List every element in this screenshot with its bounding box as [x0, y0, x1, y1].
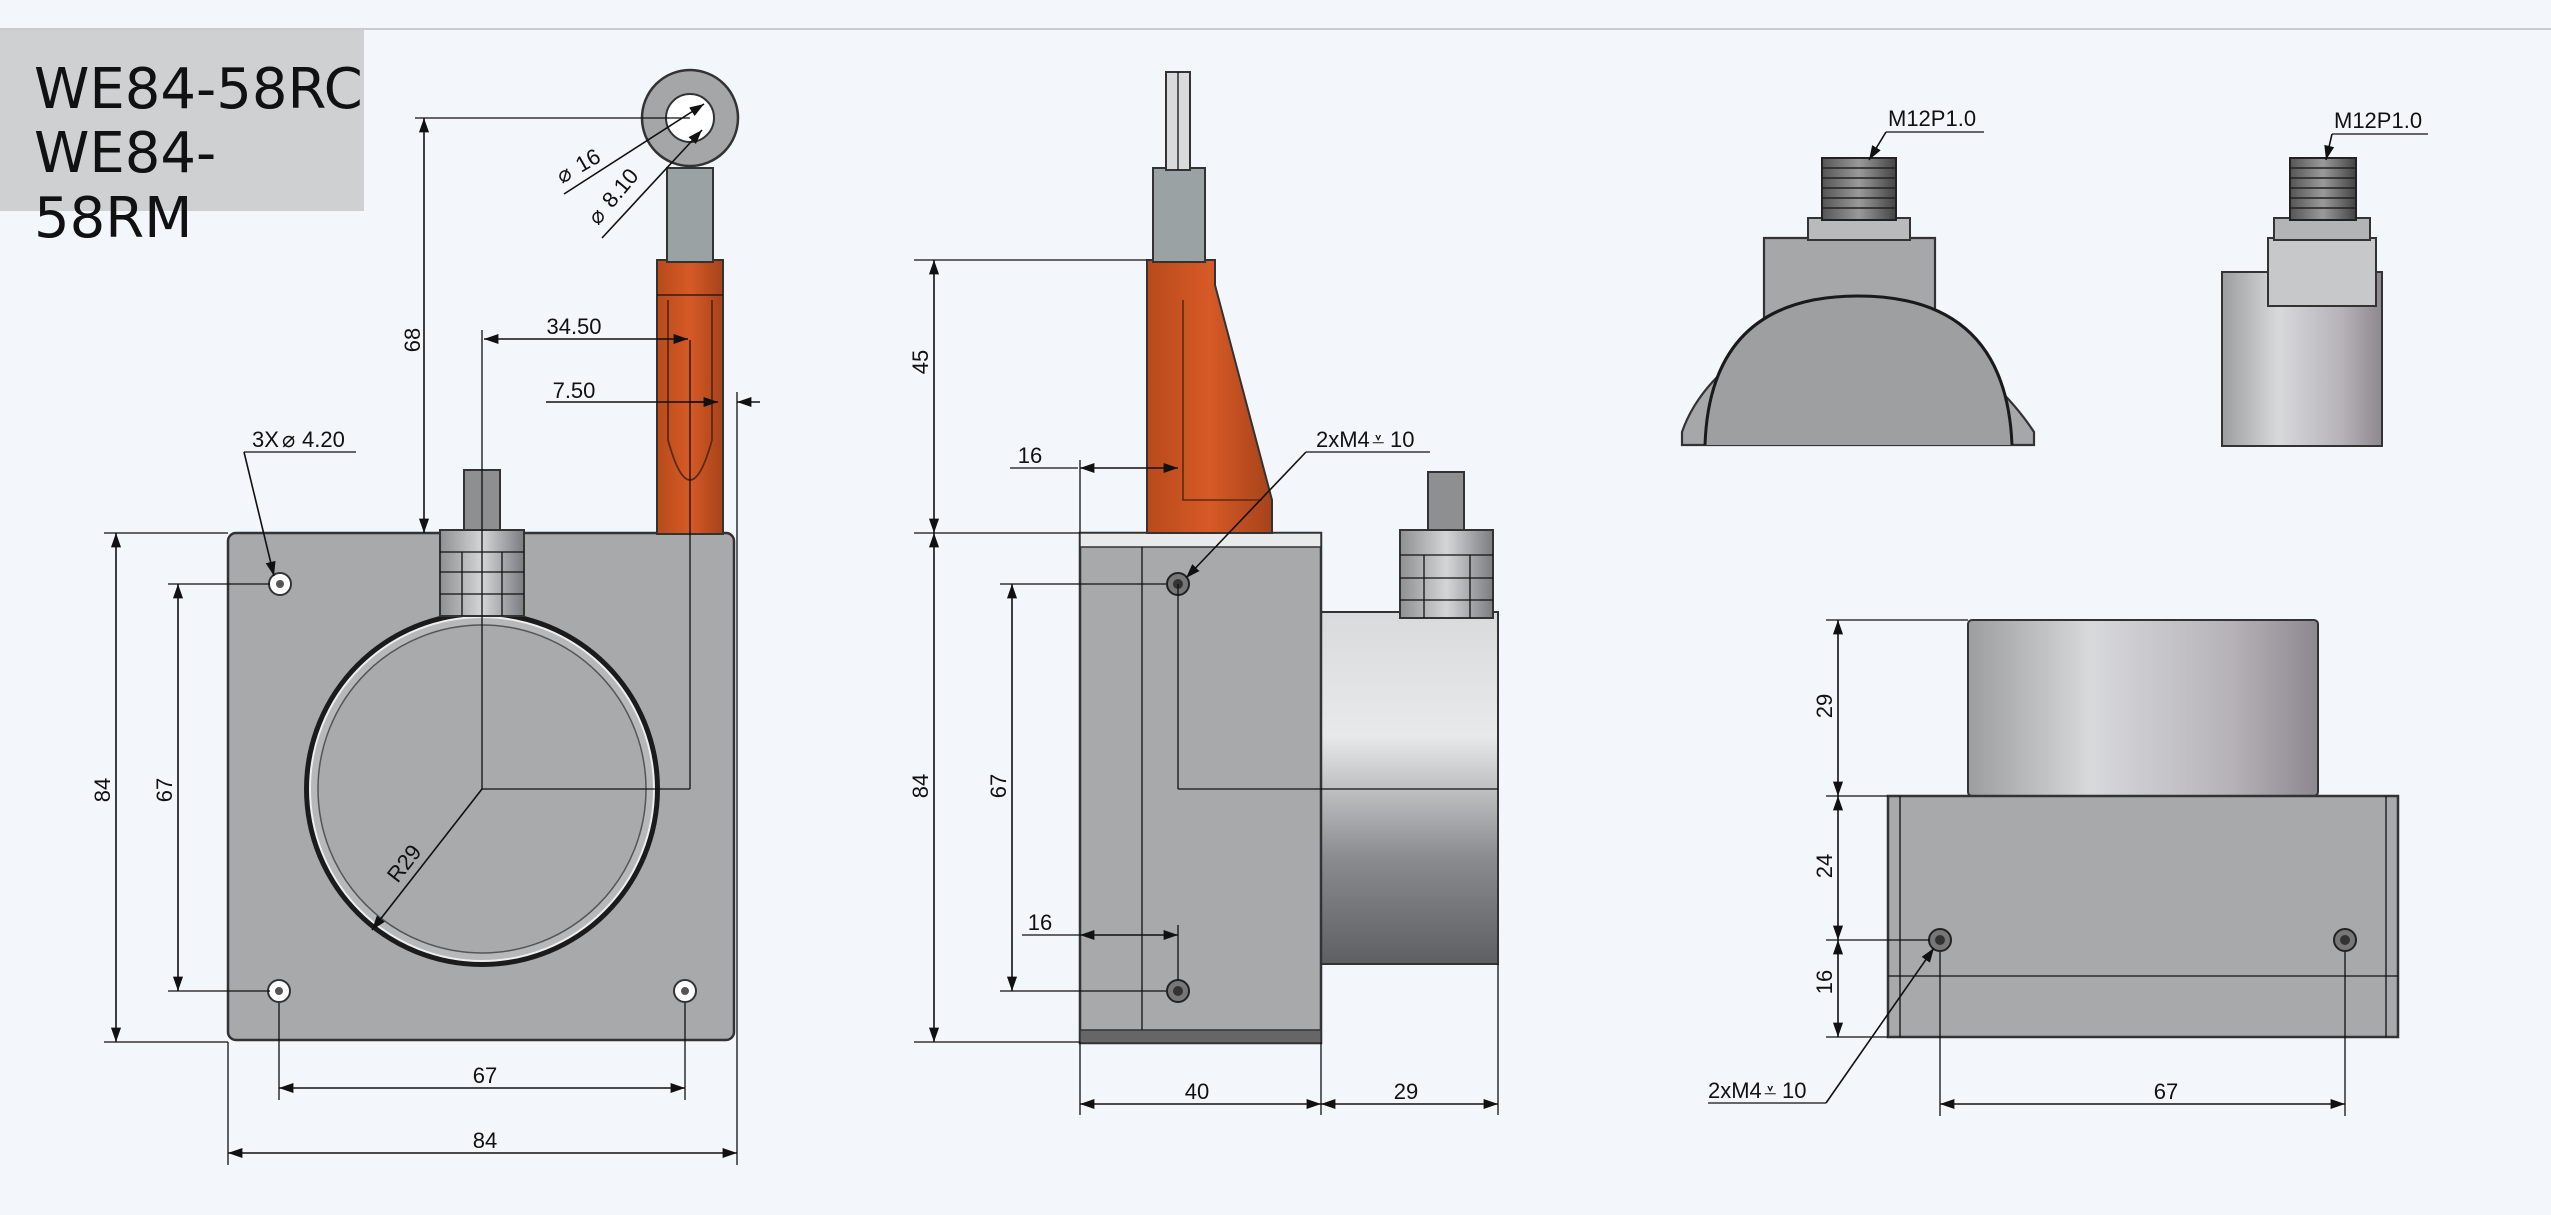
side-dim-45-label: 45 — [908, 350, 933, 374]
svg-text:⌀: ⌀ — [583, 203, 611, 229]
svg-text:⩡: ⩡ — [1372, 427, 1384, 452]
side-cable-guide — [1146, 259, 1273, 534]
side-housing — [1078, 531, 1323, 1045]
dim-84-left-label: 84 — [90, 778, 115, 802]
svg-text:2xM4: 2xM4 — [1316, 427, 1370, 452]
connector-view-1: M12P1.0 — [1680, 106, 2036, 447]
svg-text:10: 10 — [1782, 1078, 1806, 1103]
side-cable-gland — [1399, 529, 1494, 619]
front-view: 68 34.50 7.50 ⌀ 16 ⌀ 8.10 — [90, 68, 760, 1165]
side-dim-84-label: 84 — [908, 774, 933, 798]
side-wire-rope — [1152, 167, 1206, 263]
mount-hole-icon — [673, 979, 697, 1003]
mount-hole-icon — [268, 572, 292, 596]
svg-text:10: 10 — [1390, 427, 1414, 452]
side-dim-16-bottom-label: 16 — [1028, 910, 1052, 935]
dia-8-10-callout: ⌀ 8.10 — [583, 163, 644, 229]
svg-text:⩡: ⩡ — [1764, 1078, 1776, 1103]
side-dim-40-label: 40 — [1185, 1079, 1209, 1104]
wire-rope — [666, 167, 714, 263]
svg-text:2xM4: 2xM4 — [1708, 1078, 1762, 1103]
bottom-thread-callout: 2xM4 ⩡ 10 — [1708, 1078, 1806, 1103]
side-dim-16-top-label: 16 — [1018, 443, 1042, 468]
model-name-rc: WE84-58RC — [34, 57, 363, 122]
svg-text:⌀: ⌀ — [552, 160, 576, 188]
bottom-housing — [1886, 794, 2400, 1039]
dim-67-bottom-label: 67 — [473, 1063, 497, 1088]
svg-text:16: 16 — [571, 143, 605, 177]
svg-text:⌀: ⌀ — [282, 427, 295, 452]
dia-16-callout: ⌀ 16 — [552, 143, 605, 188]
dim-67-left-label: 67 — [152, 778, 177, 802]
thread-hole-icon — [1166, 979, 1190, 1003]
bottom-dim-24-label: 24 — [1812, 854, 1837, 878]
side-dim-67-label: 67 — [986, 774, 1011, 798]
thread-hole-icon — [2333, 928, 2357, 952]
side-drum-cylinder — [1320, 611, 1499, 965]
bottom-view: 29 24 16 2xM4 ⩡ 10 67 — [1708, 619, 2400, 1116]
bottom-dim-16-label: 16 — [1812, 970, 1837, 994]
connector-1-thread-label: M12P1.0 — [1888, 106, 1976, 131]
svg-text:3X: 3X — [252, 427, 279, 452]
title-box: WE84-58RC WE84-58RM — [0, 29, 364, 251]
dim-34-50-label: 34.50 — [546, 314, 601, 339]
side-thread-callout: 2xM4 ⩡ 10 — [1316, 427, 1414, 452]
bottom-dim-29-label: 29 — [1812, 694, 1837, 718]
thread-hole-icon — [1928, 928, 1952, 952]
dim-84-bottom-label: 84 — [473, 1128, 497, 1153]
hole-callout: 3X ⌀ 4.20 — [252, 427, 345, 452]
connector-view-2: M12P1.0 — [2221, 108, 2428, 447]
side-view: 45 16 2xM4 ⩡ 10 84 67 — [908, 71, 1499, 1115]
model-name-rm: WE84-58RM — [34, 121, 217, 251]
dim-7-50-label: 7.50 — [553, 378, 596, 403]
bottom-drum-cylinder — [1967, 619, 2319, 797]
connector-2-thread-label: M12P1.0 — [2334, 108, 2422, 133]
svg-text:8.10: 8.10 — [597, 163, 644, 212]
side-dim-29-label: 29 — [1394, 1079, 1418, 1104]
svg-text:4.20: 4.20 — [302, 427, 345, 452]
bottom-dim-67-label: 67 — [2154, 1079, 2178, 1104]
mount-hole-icon — [267, 979, 291, 1003]
dim-68-label: 68 — [400, 328, 425, 352]
